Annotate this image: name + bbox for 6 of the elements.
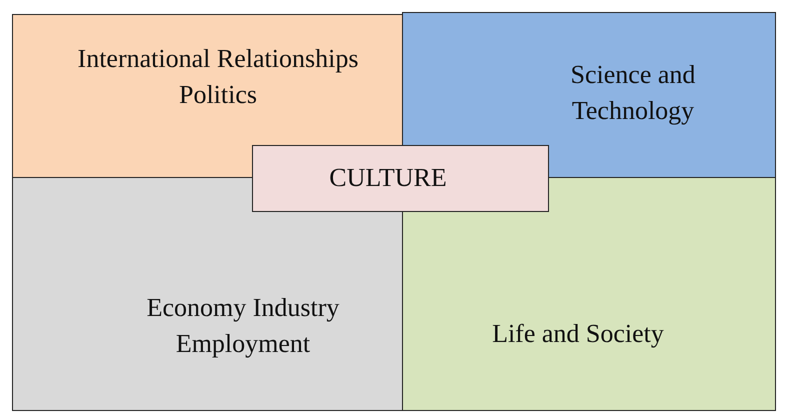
topic-label: International Relationships Politics [76,43,360,111]
topic-label: Economy Industry Employment [146,292,340,360]
topic-label: CULTURE [328,162,448,194]
topic-label: Life and Society [491,318,665,350]
center-box [252,145,549,212]
topic-label: Science and Technology [570,59,696,127]
